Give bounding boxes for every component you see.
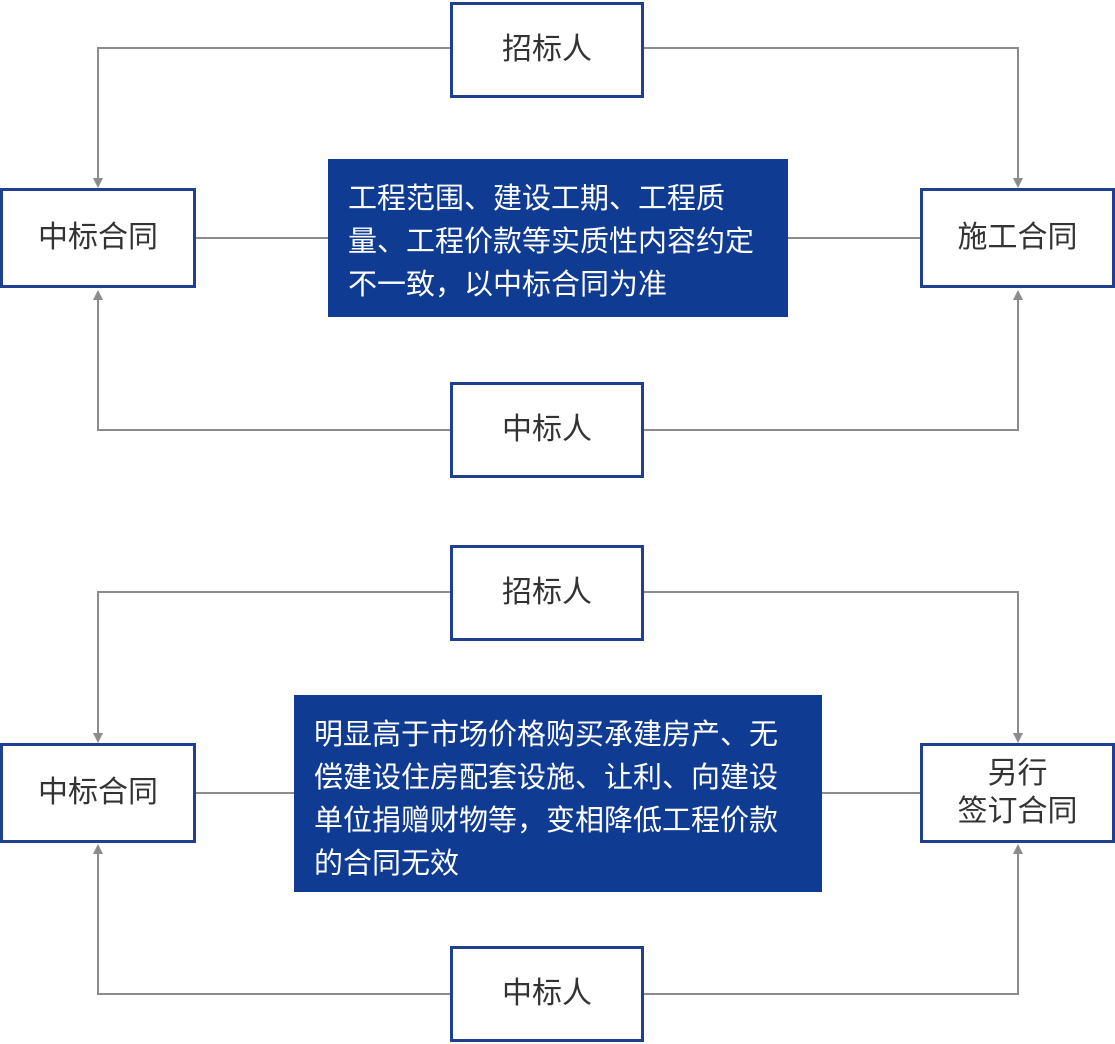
winning-bidder-label: 中标人	[502, 412, 592, 447]
invalid-contract-note-text: 明显高于市场价格购买承建房产、无偿建设住房配套设施、让利、向建设单位捐赠财物等，…	[314, 717, 779, 880]
other-contract-box: 另行 签订合同	[920, 743, 1115, 843]
arrow-tenderer-to-other-contract	[644, 591, 1023, 743]
invalid-contract-note: 明显高于市场价格购买承建房产、无偿建设住房配套设施、让利、向建设单位捐赠财物等，…	[294, 695, 822, 892]
winner-contract-box: 中标合同	[0, 188, 196, 288]
tenderer-label-2: 招标人	[502, 575, 592, 610]
winning-bidder-label-2: 中标人	[502, 976, 592, 1011]
tenderer-label: 招标人	[502, 32, 592, 67]
other-contract-label-line1: 另行	[987, 756, 1048, 791]
arrow-bidder-to-construction-contract	[644, 290, 1023, 431]
arrow-bidder-to-other-contract	[644, 844, 1023, 995]
arrow-tenderer-to-winner-contract	[93, 47, 450, 188]
arrow-bidder-to-winner-contract-2	[93, 844, 450, 995]
arrow-bidder-to-winner-contract	[93, 290, 450, 431]
winning-bidder-box-2: 中标人	[450, 946, 644, 1042]
tenderer-box-2: 招标人	[450, 545, 644, 641]
tenderer-box: 招标人	[450, 2, 644, 98]
winner-contract-label-2: 中标合同	[38, 775, 158, 810]
winner-contract-box-2: 中标合同	[0, 743, 196, 843]
winner-contract-label: 中标合同	[38, 220, 158, 255]
rule-note-text: 工程范围、建设工期、工程质量、工程价款等实质性内容约定不一致，以中标合同为准	[348, 181, 755, 301]
construction-contract-label: 施工合同	[957, 220, 1078, 255]
arrow-tenderer-to-winner-contract-2	[93, 591, 450, 743]
other-contract-label-line2: 签订合同	[957, 794, 1078, 829]
winning-bidder-box: 中标人	[450, 382, 644, 478]
rule-note: 工程范围、建设工期、工程质量、工程价款等实质性内容约定不一致，以中标合同为准	[328, 159, 788, 317]
construction-contract-box: 施工合同	[920, 188, 1115, 288]
arrow-tenderer-to-construction-contract	[644, 47, 1023, 188]
